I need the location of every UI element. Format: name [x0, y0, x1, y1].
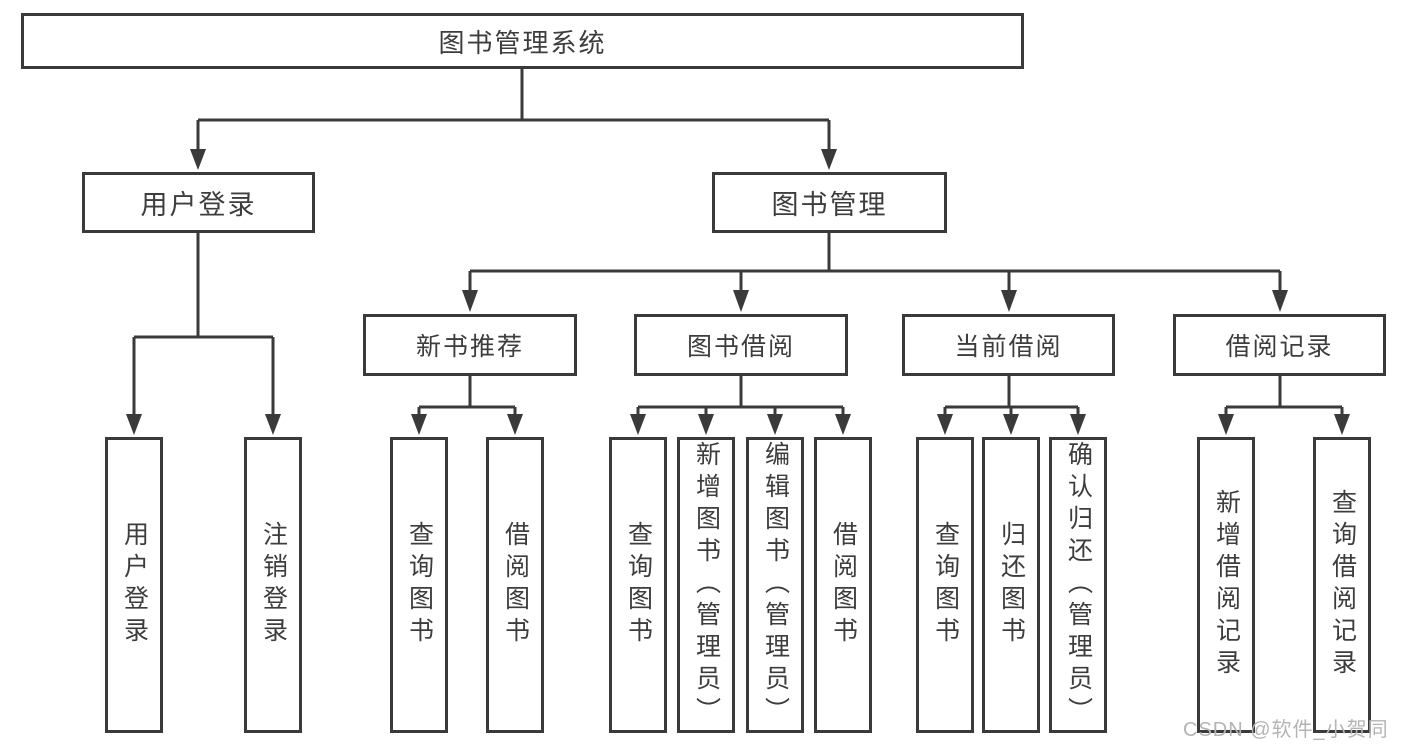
node-book-management: 图书管理: [712, 172, 947, 233]
leaf-query-borrow-record: 查询借阅记录: [1313, 437, 1371, 733]
node-current-borrow-label: 当前借阅: [954, 333, 1063, 361]
leaf-query-books-borrow: 查询图书: [609, 437, 667, 733]
node-root: 图书管理系统: [21, 13, 1024, 69]
leaf-edit-book-admin-label: 编辑图书（管理员）: [761, 441, 790, 729]
leaf-user-login-label: 用户登录: [120, 521, 149, 649]
node-new-book-recommend: 新书推荐: [363, 314, 577, 376]
arrowhead-icon: [937, 414, 1086, 435]
leaf-add-borrow-record-label: 新增借阅记录: [1212, 489, 1241, 681]
csdn-watermark: CSDN @软件_小贺同学: [1183, 719, 1389, 741]
node-borrow-records-label: 借阅记录: [1225, 333, 1334, 361]
leaf-add-book-admin: 新增图书（管理员）: [677, 437, 735, 733]
arrowhead-icon: [462, 290, 1288, 312]
leaf-user-login: 用户登录: [105, 437, 163, 733]
leaf-borrow-books: 借阅图书: [814, 437, 872, 733]
node-current-borrow: 当前借阅: [902, 314, 1115, 376]
leaf-confirm-return-admin-label: 确认归还（管理员）: [1064, 441, 1093, 729]
arrowhead-icon: [1218, 414, 1350, 435]
leaf-add-book-admin-label: 新增图书（管理员）: [692, 441, 721, 729]
node-borrow-records: 借阅记录: [1173, 314, 1386, 376]
arrowhead-icon: [190, 149, 837, 170]
leaf-query-books-current: 查询图书: [916, 437, 974, 733]
node-book-management-label: 图书管理: [771, 190, 888, 220]
leaf-query-books-recommend: 查询图书: [390, 437, 448, 733]
leaf-return-books: 归还图书: [982, 437, 1040, 733]
leaf-borrow-books-recommend: 借阅图书: [486, 437, 544, 733]
leaf-borrow-books-label: 借阅图书: [829, 521, 858, 649]
leaf-query-books-current-label: 查询图书: [931, 521, 960, 649]
leaf-return-books-label: 归还图书: [997, 521, 1026, 649]
node-book-borrow-label: 图书借阅: [686, 333, 795, 361]
leaf-logout-label: 注销登录: [259, 521, 288, 649]
leaf-logout: 注销登录: [244, 437, 302, 733]
arrowhead-icon: [411, 414, 523, 435]
leaf-add-borrow-record: 新增借阅记录: [1197, 437, 1255, 733]
leaf-confirm-return-admin: 确认归还（管理员）: [1049, 437, 1107, 733]
arrowhead-icon: [126, 414, 281, 435]
node-root-label: 图书管理系统: [438, 27, 607, 58]
leaf-edit-book-admin: 编辑图书（管理员）: [746, 437, 804, 733]
leaf-query-books-recommend-label: 查询图书: [405, 521, 434, 649]
leaf-query-books-borrow-label: 查询图书: [624, 521, 653, 649]
leaf-borrow-books-recommend-label: 借阅图书: [501, 521, 530, 649]
node-user-login: 用户登录: [82, 172, 315, 233]
node-user-login-label: 用户登录: [140, 190, 257, 220]
leaf-query-borrow-record-label: 查询借阅记录: [1328, 489, 1357, 681]
node-book-borrow: 图书借阅: [634, 314, 848, 376]
arrowhead-icon: [630, 414, 851, 435]
node-new-book-recommend-label: 新书推荐: [415, 333, 524, 361]
